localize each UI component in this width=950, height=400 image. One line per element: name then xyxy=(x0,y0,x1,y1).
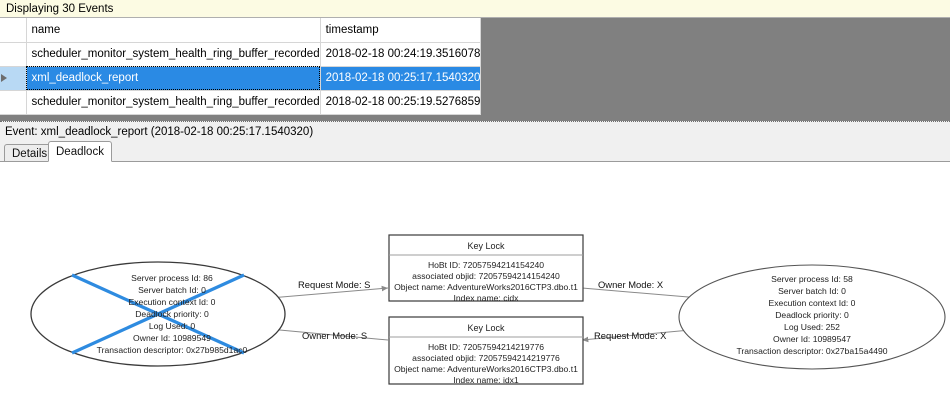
events-table: name timestamp scheduler_monitor_system_… xyxy=(0,18,482,115)
tab-deadlock-label: Deadlock xyxy=(56,145,104,158)
resource-bottom-line-0: HoBt ID: 72057594214219776 xyxy=(428,342,544,352)
resource-bottom-line-2: Object name: AdventureWorks2016CTP3.dbo.… xyxy=(394,364,578,374)
resource-bottom-box[interactable] xyxy=(388,316,584,385)
resource-node-top[interactable]: Key Lock HoBt ID: 72057594214154240 asso… xyxy=(388,234,584,303)
cell-name[interactable]: scheduler_monitor_system_health_ring_buf… xyxy=(26,42,321,67)
resource-top-box[interactable] xyxy=(388,234,584,302)
process-left-line-3: Deadlock priority: 0 xyxy=(135,309,209,319)
resource-top-title: Key Lock xyxy=(467,241,505,251)
resource-bottom-line-1: associated objid: 72057594214219776 xyxy=(412,353,560,363)
process-right-line-3: Deadlock priority: 0 xyxy=(775,310,849,320)
resource-bottom-title: Key Lock xyxy=(467,323,505,333)
edge-label-top-to-right: Owner Mode: X xyxy=(598,279,664,290)
event-caption-label: Event: xml_deadlock_report (2018-02-18 0… xyxy=(5,125,314,138)
deadlock-victim-cross-icon xyxy=(71,273,245,355)
edge-label-bottom-to-left: Owner Mode: S xyxy=(302,330,367,341)
table-row[interactable]: scheduler_monitor_system_health_ring_buf… xyxy=(0,42,482,67)
cell-timestamp[interactable]: 2018-02-18 00:24:19.3516078 xyxy=(320,42,482,67)
row-selector-cell[interactable] xyxy=(0,90,27,115)
events-count-label: Displaying 30 Events xyxy=(6,2,114,15)
tab-deadlock[interactable]: Deadlock xyxy=(48,141,112,162)
process-right-line-1: Server batch Id: 0 xyxy=(778,286,846,296)
events-grid[interactable]: name timestamp scheduler_monitor_system_… xyxy=(0,18,950,121)
deadlock-graph-svg: Request Mode: S Owner Mode: X Owner Mode… xyxy=(30,234,946,385)
process-left-line-4: Log Used: 0 xyxy=(149,321,196,331)
current-row-triangle-icon xyxy=(1,73,7,82)
process-left-line-5: Owner Id: 10989549 xyxy=(133,333,211,343)
row-selector-cell[interactable] xyxy=(0,42,27,67)
resource-bottom-line-3: Index name: idx1 xyxy=(453,375,519,385)
resource-top-line-3: Index name: cidx xyxy=(454,293,520,303)
process-node-left[interactable]: Server process Id: 86 Server batch Id: 0… xyxy=(30,261,286,367)
process-right-line-4: Log Used: 252 xyxy=(784,322,840,332)
edge-label-right-to-bottom: Request Mode: X xyxy=(594,330,667,341)
resource-node-bottom[interactable]: Key Lock HoBt ID: 72057594214219776 asso… xyxy=(388,316,584,385)
event-caption: Event: xml_deadlock_report (2018-02-18 0… xyxy=(0,121,950,141)
process-right-line-2: Execution context Id: 0 xyxy=(769,298,856,308)
table-header-row: name timestamp xyxy=(0,18,482,43)
column-header-selector xyxy=(0,18,27,43)
process-left-line-2: Execution context Id: 0 xyxy=(129,297,216,307)
tab-details-label: Details xyxy=(12,147,48,160)
cell-name[interactable]: scheduler_monitor_system_health_ring_buf… xyxy=(26,90,321,115)
process-right-line-5: Owner Id: 10989547 xyxy=(773,334,851,344)
tab-strip: Details Deadlock xyxy=(0,141,950,162)
table-row[interactable]: scheduler_monitor_system_health_ring_buf… xyxy=(0,90,482,115)
table-row[interactable]: xml_deadlock_report 2018-02-18 00:25:17.… xyxy=(0,66,482,91)
events-count-banner: Displaying 30 Events xyxy=(0,0,950,18)
resource-top-line-0: HoBt ID: 72057594214154240 xyxy=(428,260,544,270)
process-right-line-6: Transaction descriptor: 0x27ba15a4490 xyxy=(736,346,887,356)
cell-timestamp[interactable]: 2018-02-18 00:25:19.5276859 xyxy=(320,90,482,115)
column-header-timestamp[interactable]: timestamp xyxy=(320,18,482,43)
edge-left-to-top xyxy=(257,285,389,300)
cell-timestamp[interactable]: 2018-02-18 00:25:17.1540320 xyxy=(320,66,482,91)
process-left-line-1: Server batch Id: 0 xyxy=(138,285,206,295)
edge-label-left-to-top: Request Mode: S xyxy=(298,279,370,290)
row-selector-cell[interactable] xyxy=(0,66,27,91)
process-ellipse-right[interactable] xyxy=(678,264,946,370)
resource-top-line-1: associated objid: 72057594214154240 xyxy=(412,271,560,281)
process-node-right[interactable]: Server process Id: 58 Server batch Id: 0… xyxy=(678,264,946,370)
resource-top-line-2: Object name: AdventureWorks2016CTP3.dbo.… xyxy=(394,282,578,292)
process-right-line-0: Server process Id: 58 xyxy=(771,274,853,284)
deadlock-graph-canvas[interactable]: Request Mode: S Owner Mode: X Owner Mode… xyxy=(0,161,950,400)
process-left-line-0: Server process Id: 86 xyxy=(131,273,213,283)
cell-name[interactable]: xml_deadlock_report xyxy=(26,66,321,91)
process-left-line-6: Transaction descriptor: 0x27b985d1ac0 xyxy=(97,345,248,355)
column-header-name[interactable]: name xyxy=(26,18,321,43)
